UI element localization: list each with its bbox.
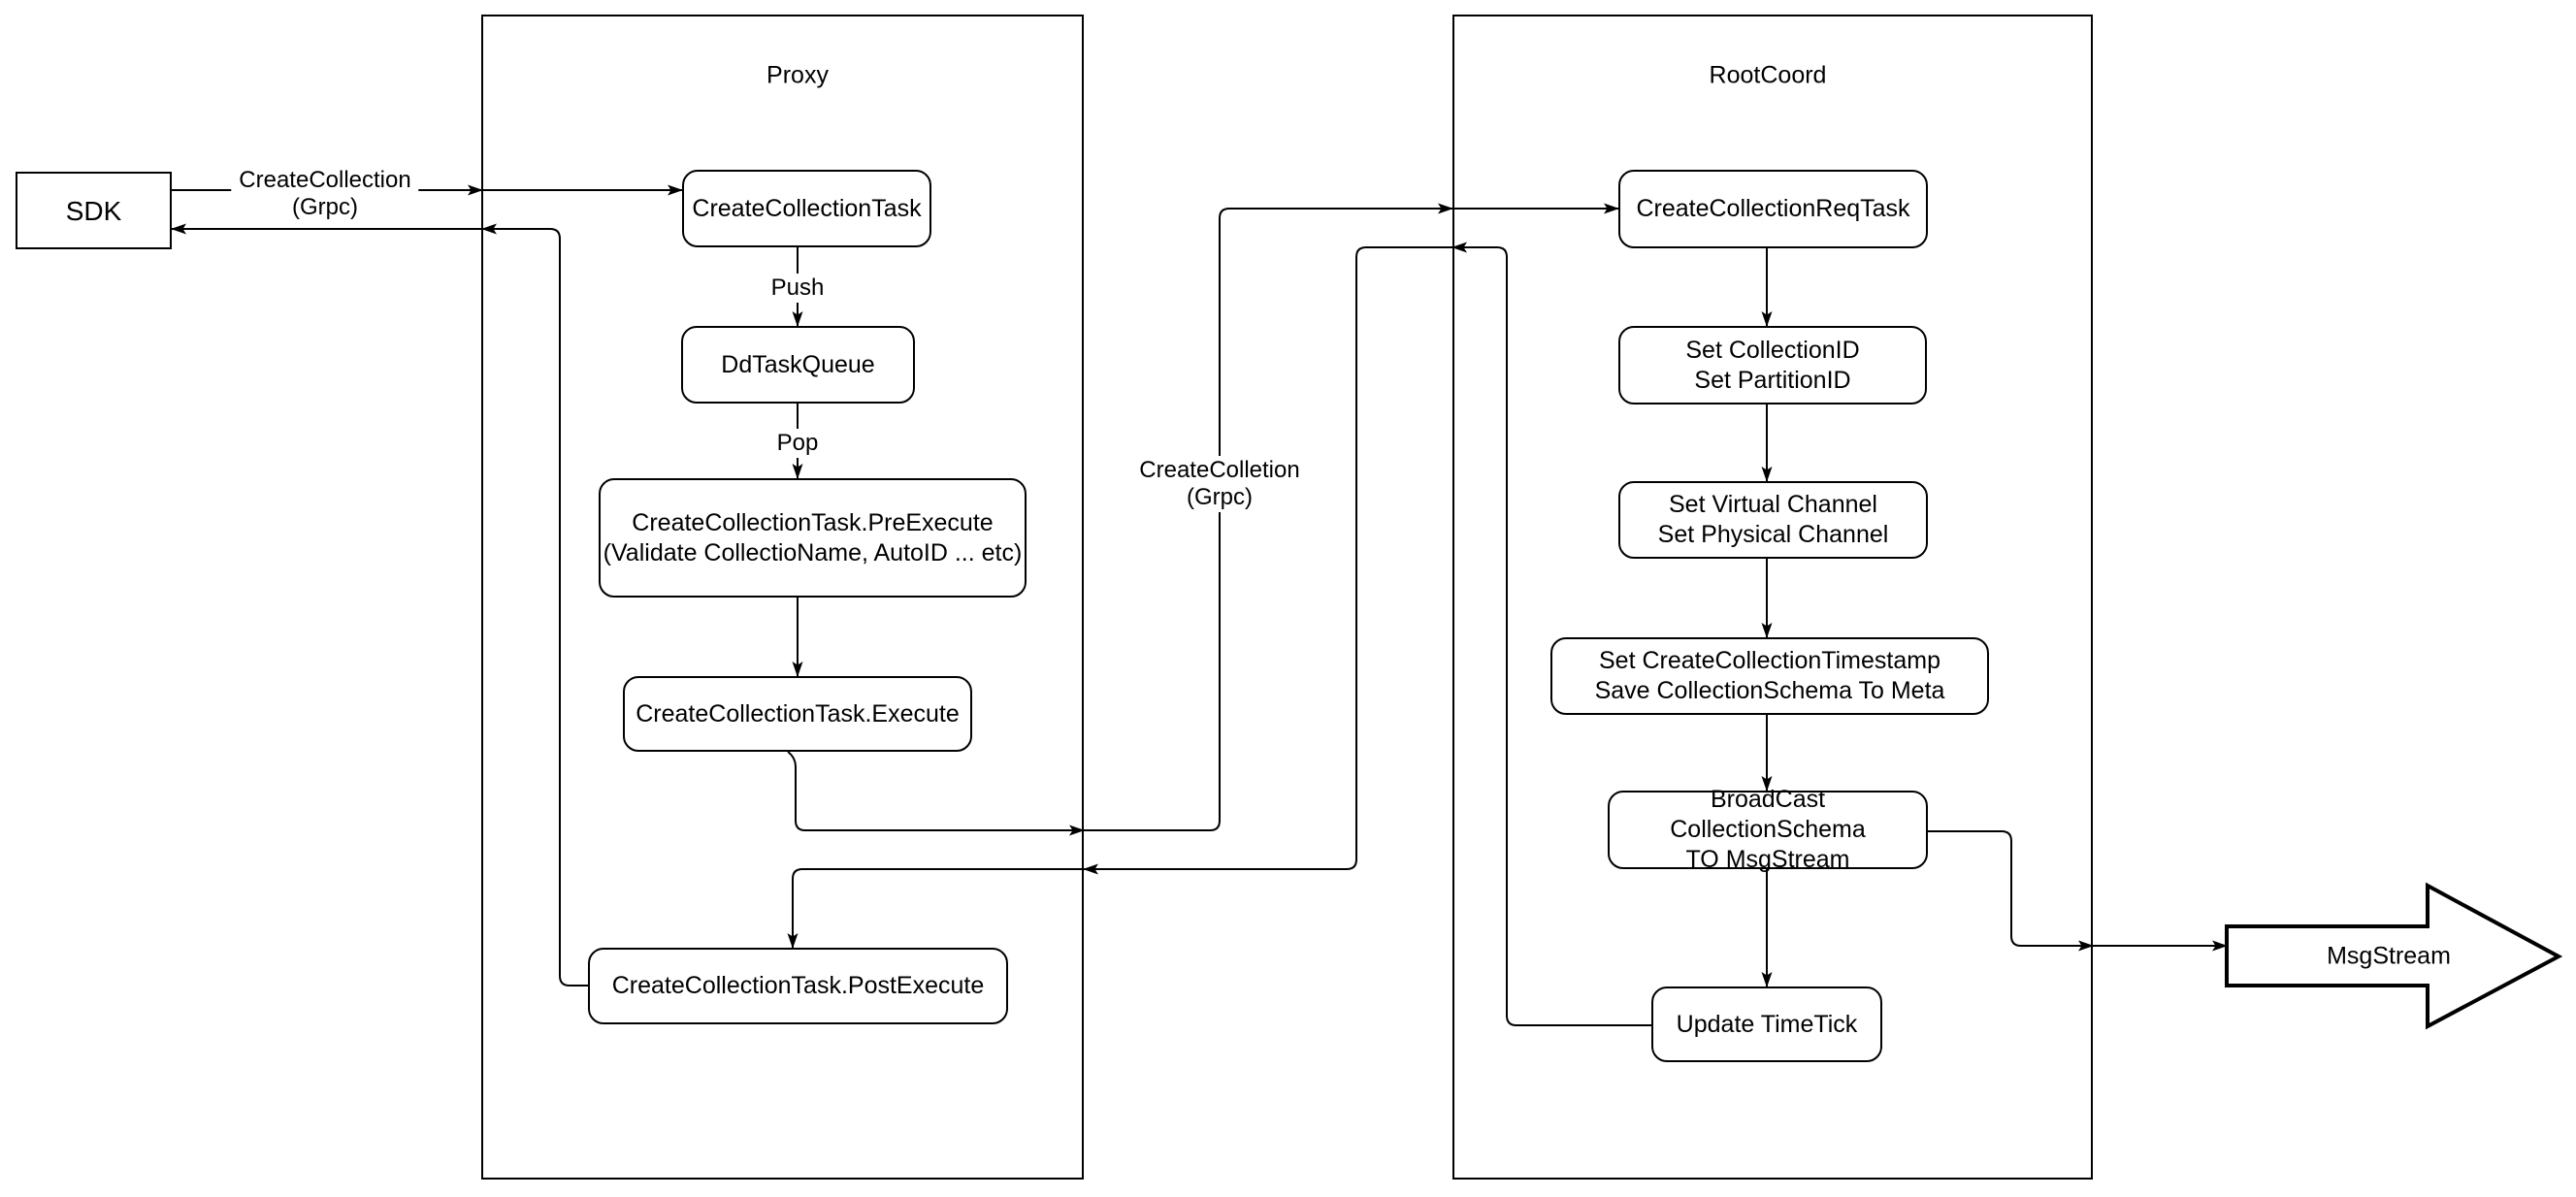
node-preexecute: CreateCollectionTask.PreExecute (Validat… — [599, 478, 1027, 598]
node-set-timestamp: Set CreateCollectionTimestamp Save Colle… — [1550, 637, 1989, 715]
node-set-channels: Set Virtual Channel Set Physical Channel — [1618, 481, 1928, 559]
rootcoord-container — [1452, 15, 2093, 1180]
node-execute: CreateCollectionTask.Execute — [623, 676, 972, 752]
proxy-container — [481, 15, 1084, 1180]
node-postexecute: CreateCollectionTask.PostExecute — [588, 948, 1008, 1024]
edge-proxy-border-to-rootcoord-border — [1084, 203, 1453, 831]
msgstream-label: MsgStream — [2327, 942, 2451, 970]
edge-execute-to-proxy-border — [787, 751, 1085, 836]
edge-label-pop: Pop — [768, 429, 827, 458]
proxy-container-title: Proxy — [766, 61, 829, 89]
node-create-collection-task: CreateCollectionTask — [682, 170, 931, 247]
msgstream-block-arrow — [2225, 882, 2563, 1030]
node-broadcast: BroadCast CollectionSchema TO MsgStream — [1608, 786, 1928, 873]
node-update-timetick: Update TimeTick — [1651, 987, 1882, 1062]
edge-label-grpc-internal: CreateColletion (Grpc) — [1131, 456, 1308, 512]
edge-broadcast-to-rootcoord-right-border — [1928, 830, 2094, 952]
edge-postexecute-to-proxy-border — [481, 223, 588, 987]
node-dd-task-queue: DdTaskQueue — [681, 326, 915, 404]
edge-rootcoord-border-to-proxy-border — [1083, 246, 1452, 875]
edge-proxy-border-to-postexecute — [787, 868, 1084, 949]
edge-label-grpc-request: CreateCollection (Grpc) — [231, 166, 419, 222]
rootcoord-container-title: RootCoord — [1709, 61, 1827, 89]
node-sdk: SDK — [16, 172, 172, 249]
edge-label-push: Push — [763, 274, 832, 303]
node-create-collection-req-task: CreateCollectionReqTask — [1618, 170, 1928, 248]
node-set-ids: Set CollectionID Set PartitionID — [1618, 326, 1927, 404]
edge-updatetimetick-to-rootcoord-border — [1451, 242, 1651, 1026]
